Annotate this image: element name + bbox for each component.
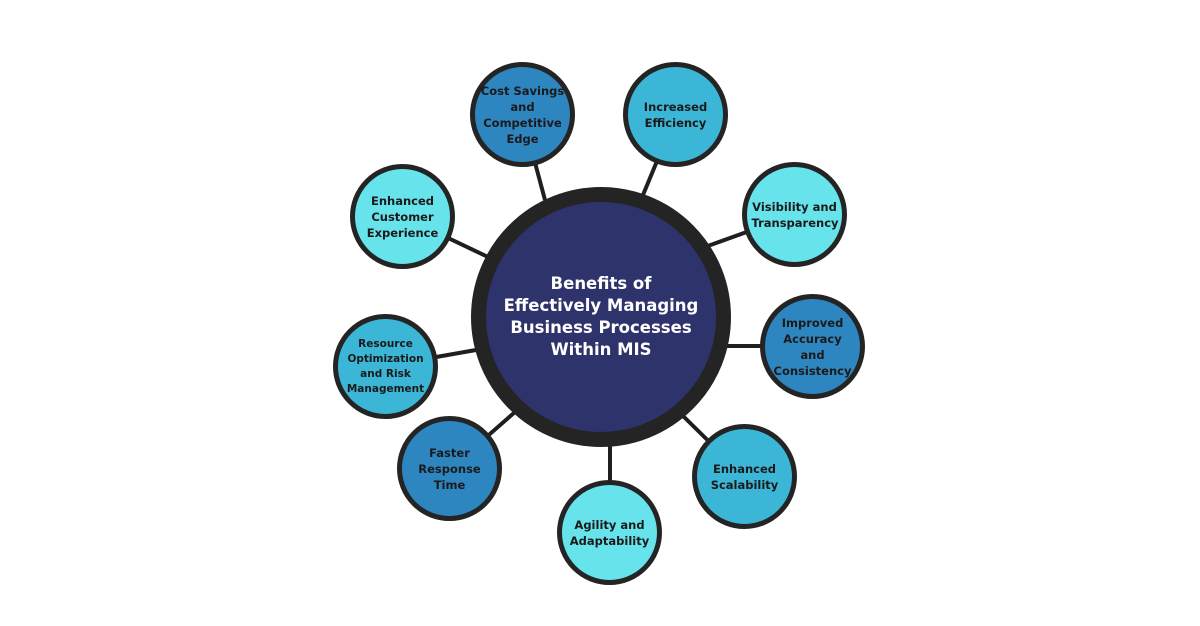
node-visibility-transparency: Visibility and Transparency (742, 162, 847, 267)
node-label: Faster Response Time (418, 445, 481, 492)
node-label: Agility and Adaptability (569, 517, 650, 548)
node-improved-accuracy: Improved Accuracy and Consistency (760, 294, 865, 399)
node-resource-optimization: Resource Optimization and Risk Managemen… (333, 314, 438, 419)
node-enhanced-scalability: Enhanced Scalability (692, 424, 797, 529)
node-customer-experience: Enhanced Customer Experience (350, 164, 455, 269)
node-label: Enhanced Scalability (710, 461, 779, 492)
node-label: Enhanced Customer Experience (366, 193, 439, 240)
node-label: Increased Efficiency (643, 99, 708, 130)
node-label: Cost Savings and Competitive Edge (480, 83, 565, 146)
node-increased-efficiency: Increased Efficiency (623, 62, 728, 167)
node-cost-savings: Cost Savings and Competitive Edge (470, 62, 575, 167)
node-label: Resource Optimization and Risk Managemen… (346, 337, 425, 395)
node-agility-adaptability: Agility and Adaptability (557, 480, 662, 585)
central-topic-circle: Benefits of Effectively Managing Busines… (471, 187, 731, 447)
central-topic-title: Benefits of Effectively Managing Busines… (503, 274, 699, 359)
node-label: Improved Accuracy and Consistency (773, 315, 852, 378)
node-faster-response-time: Faster Response Time (397, 416, 502, 521)
node-label: Visibility and Transparency (751, 199, 839, 230)
